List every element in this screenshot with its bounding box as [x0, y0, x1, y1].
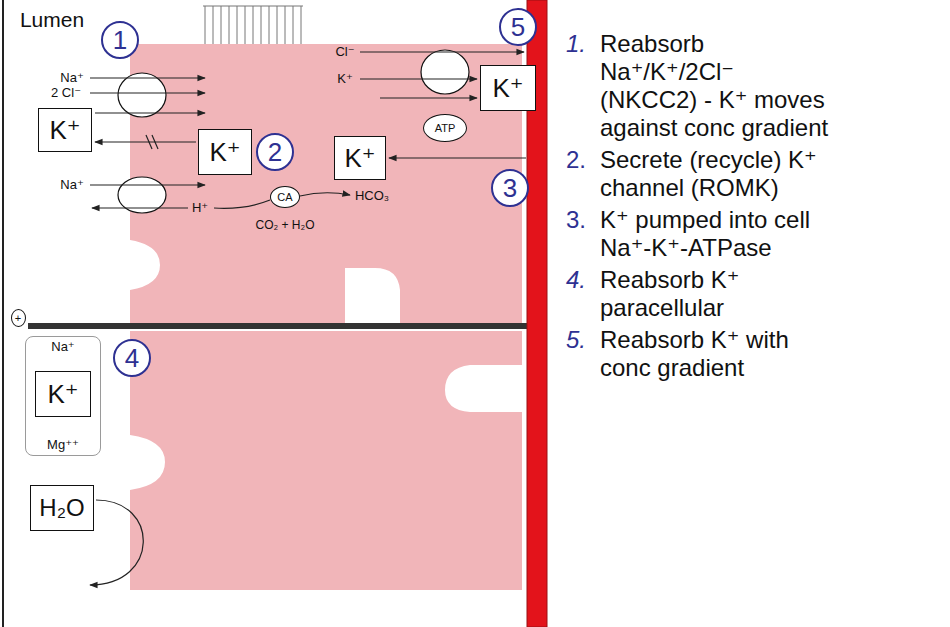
brush-border	[203, 6, 303, 44]
charge-sign: +	[11, 309, 26, 327]
ion-label: K⁺	[344, 144, 375, 173]
list-item: 1.Reabsorb Na⁺/K⁺/2Cl⁻ (NKCC2) - K⁺ move…	[566, 30, 941, 142]
callout-number: 2	[256, 133, 294, 171]
list-text: Reabsorb K⁺ with conc gradient	[600, 326, 838, 382]
callout-number: 1	[101, 21, 139, 59]
callout-number: 2	[268, 138, 282, 167]
list-text: Reabsorb Na⁺/K⁺/2Cl⁻ (NKCC2) - K⁺ moves …	[600, 30, 838, 142]
ion-label: K⁺	[492, 74, 523, 103]
enzyme-circle: CA	[270, 186, 300, 208]
ion-label: H⁺	[192, 201, 208, 215]
list-text: K⁺ pumped into cell Na⁺-K⁺-ATPase	[600, 206, 838, 262]
enzyme-label: CA	[277, 191, 292, 203]
list-number: 5.	[566, 326, 600, 382]
ion-label: Mg⁺⁺	[47, 438, 79, 452]
ion-label: K⁺	[49, 116, 80, 145]
list-text: Secrete (recycle) K⁺ channel (ROMK)	[600, 146, 838, 202]
ion-box: K⁺	[38, 108, 92, 152]
ion-label: K⁺	[47, 380, 78, 409]
region-label: Lumen	[20, 8, 84, 31]
ion-label: Na⁺	[60, 71, 83, 85]
tight-junction	[28, 323, 527, 329]
nkcc2-transporter	[118, 73, 166, 117]
frame-line	[2, 0, 4, 627]
explanation-list: 1.Reabsorb Na⁺/K⁺/2Cl⁻ (NKCC2) - K⁺ move…	[566, 30, 941, 386]
pump-label: ATP	[435, 122, 456, 134]
flux-arrows	[90, 52, 526, 585]
ion-label: HCO₃	[355, 189, 389, 203]
atpase-pump: ATP	[423, 114, 467, 142]
list-item: 4.Reabsorb K⁺ paracellular	[566, 266, 941, 322]
water-box: H₂O	[30, 485, 94, 531]
list-number: 2.	[566, 146, 600, 202]
list-item: 3.K⁺ pumped into cell Na⁺-K⁺-ATPase	[566, 206, 941, 262]
list-text: Reabsorb K⁺ paracellular	[600, 266, 838, 322]
ion-box: K⁺	[334, 136, 386, 180]
epithelial-cell	[130, 331, 522, 590]
ion-box: K⁺	[198, 129, 252, 175]
callout-number: 3	[503, 174, 517, 203]
water-label: H₂O	[39, 495, 84, 521]
callout-number: 4	[113, 339, 151, 377]
callout-number: 4	[125, 344, 139, 373]
ion-box: K⁺	[480, 65, 536, 111]
ion-box: K⁺	[35, 371, 91, 417]
list-number: 3.	[566, 206, 600, 262]
ion-label: Cl⁻	[335, 45, 354, 59]
callout-number: 5	[511, 13, 525, 42]
list-number: 1.	[566, 30, 600, 142]
list-item: 2.Secrete (recycle) K⁺ channel (ROMK)	[566, 146, 941, 202]
epithelial-cell	[130, 44, 522, 323]
ion-label: Na⁺	[51, 340, 74, 354]
callout-number: 3	[491, 169, 529, 207]
ion-label: K⁺	[209, 138, 240, 167]
callout-number: 1	[113, 26, 127, 55]
reaction-label: CO₂ + H₂O	[256, 219, 315, 232]
basolateral-transporter	[421, 50, 469, 94]
ion-label: Na⁺	[60, 178, 83, 192]
ion-label: 2 Cl⁻	[51, 86, 81, 100]
list-item: 5.Reabsorb K⁺ with conc gradient	[566, 326, 941, 382]
ion-label: K⁺	[337, 72, 353, 86]
paracellular-path: Na⁺ Mg⁺⁺ K⁺	[25, 336, 101, 456]
charge-label: +	[15, 312, 21, 324]
callout-number: 5	[499, 8, 537, 46]
list-number: 4.	[566, 266, 600, 322]
